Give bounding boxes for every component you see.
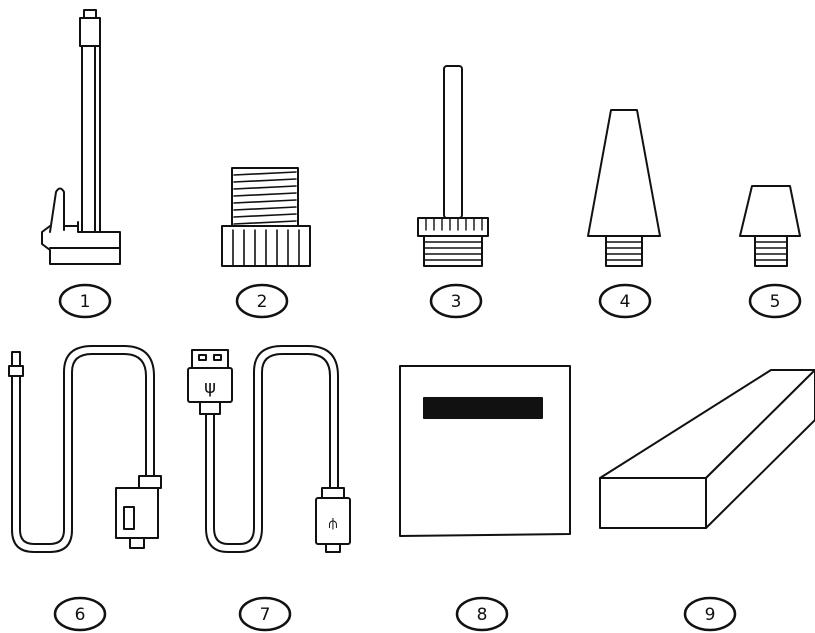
badge-3: 3: [429, 283, 483, 319]
number-badges: 1 2 3 4 5 6 7: [53, 283, 802, 632]
badge-1-number: 1: [80, 292, 91, 312]
badge-8: 8: [455, 596, 509, 632]
svg-text:⫛: ⫛: [329, 514, 338, 532]
badge-9: 9: [683, 596, 737, 632]
badge-7: 7: [238, 596, 292, 632]
badge-7-number: 7: [260, 605, 271, 625]
badge-5-number: 5: [770, 292, 781, 312]
badge-6: 6: [53, 596, 107, 632]
short-cone-nozzle-icon: [739, 185, 801, 267]
badge-4-number: 4: [620, 292, 631, 312]
badge-3-number: 3: [451, 292, 462, 312]
usb-cable-icon: ψ ⫛: [187, 345, 351, 553]
extension-rod-with-clip-icon: [41, 9, 121, 265]
dc-power-cable-icon: [8, 345, 162, 553]
badge-1: 1: [58, 283, 112, 319]
threaded-adapter-icon: [221, 167, 311, 267]
badge-8-number: 8: [477, 605, 488, 625]
badge-4: 4: [598, 283, 652, 319]
packaging-box-icon: [599, 369, 815, 529]
svg-text:ψ: ψ: [204, 377, 216, 398]
long-straight-nozzle-icon: [417, 65, 489, 267]
badge-6-number: 6: [75, 605, 86, 625]
badge-5: 5: [748, 283, 802, 319]
tapered-cone-nozzle-icon: [587, 109, 661, 267]
badge-2-number: 2: [257, 292, 268, 312]
badge-9-number: 9: [705, 605, 716, 625]
badge-2: 2: [235, 283, 289, 319]
manual-booklet-icon: [399, 365, 571, 537]
